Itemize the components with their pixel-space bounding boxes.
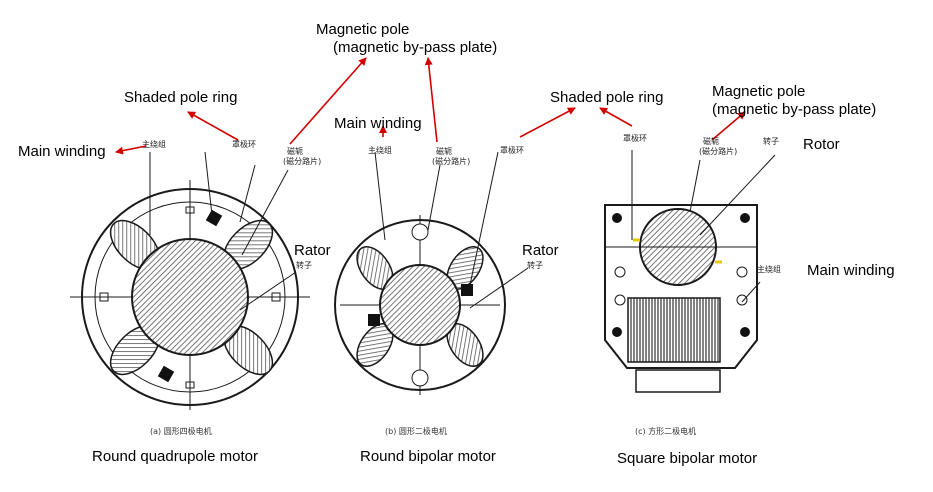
- cn-pole-c-sub: (磁分路片): [699, 147, 738, 156]
- main-winding-label-right: Main winding: [807, 262, 895, 279]
- magnetic-pole-label-right: Magnetic pole: [712, 83, 806, 100]
- shaded-pole-ring-label-right: Shaded pole ring: [550, 89, 664, 106]
- magnetic-pole-label-top-sub: (magnetic by-pass plate): [333, 39, 498, 56]
- round-bipolar-motor: [334, 151, 529, 395]
- cn-pole-c: 磁轭: [703, 137, 719, 146]
- caption-c: Square bipolar motor: [617, 450, 758, 467]
- subcaption-c: (c) 方形二极电机: [635, 427, 697, 436]
- cn-main-winding-c: 主绕组: [757, 265, 781, 274]
- subcaption-b: (b) 圆形二极电机: [385, 427, 447, 436]
- cn-main-winding-b: 主绕组: [368, 146, 392, 155]
- caption-a: Round quadrupole motor: [92, 448, 258, 465]
- caption-b: Round bipolar motor: [360, 448, 496, 465]
- cn-pole-a: 磁轭: [287, 147, 303, 156]
- cn-pole-a-sub: (磁分路片): [283, 157, 322, 166]
- cn-rotor-c: 转子: [763, 137, 779, 146]
- magnetic-pole-label-right-sub: (magnetic by-pass plate): [712, 101, 877, 118]
- square-bipolar-motor: [604, 150, 776, 393]
- cn-shaded-ring-a: 罩极环: [232, 140, 256, 149]
- round-quadrupole-motor: [70, 151, 310, 410]
- cn-main-winding-a: 主绕组: [142, 140, 166, 149]
- main-winding-label-center: Main winding: [334, 115, 422, 132]
- main-winding-label-left: Main winding: [18, 143, 106, 160]
- shaded-pole-ring-label-left: Shaded pole ring: [124, 89, 238, 106]
- cn-shaded-ring-b: 罩极环: [500, 146, 524, 155]
- magnetic-pole-label-top: Magnetic pole: [316, 21, 410, 38]
- annotation-arrows: [115, 57, 746, 155]
- cn-rotor-a: 转子: [296, 261, 312, 270]
- subcaption-a: (a) 圆形四极电机: [150, 427, 212, 436]
- rotor-label-right: Rotor: [803, 136, 840, 153]
- cn-pole-b-sub: (磁分路片): [432, 157, 471, 166]
- cn-shaded-ring-c: 罩极环: [623, 134, 647, 143]
- cn-rotor-b: 转子: [527, 261, 543, 270]
- cn-pole-b: 磁轭: [436, 147, 452, 156]
- rator-label-left: Rator: [294, 242, 331, 259]
- rator-label-center: Rator: [522, 242, 559, 259]
